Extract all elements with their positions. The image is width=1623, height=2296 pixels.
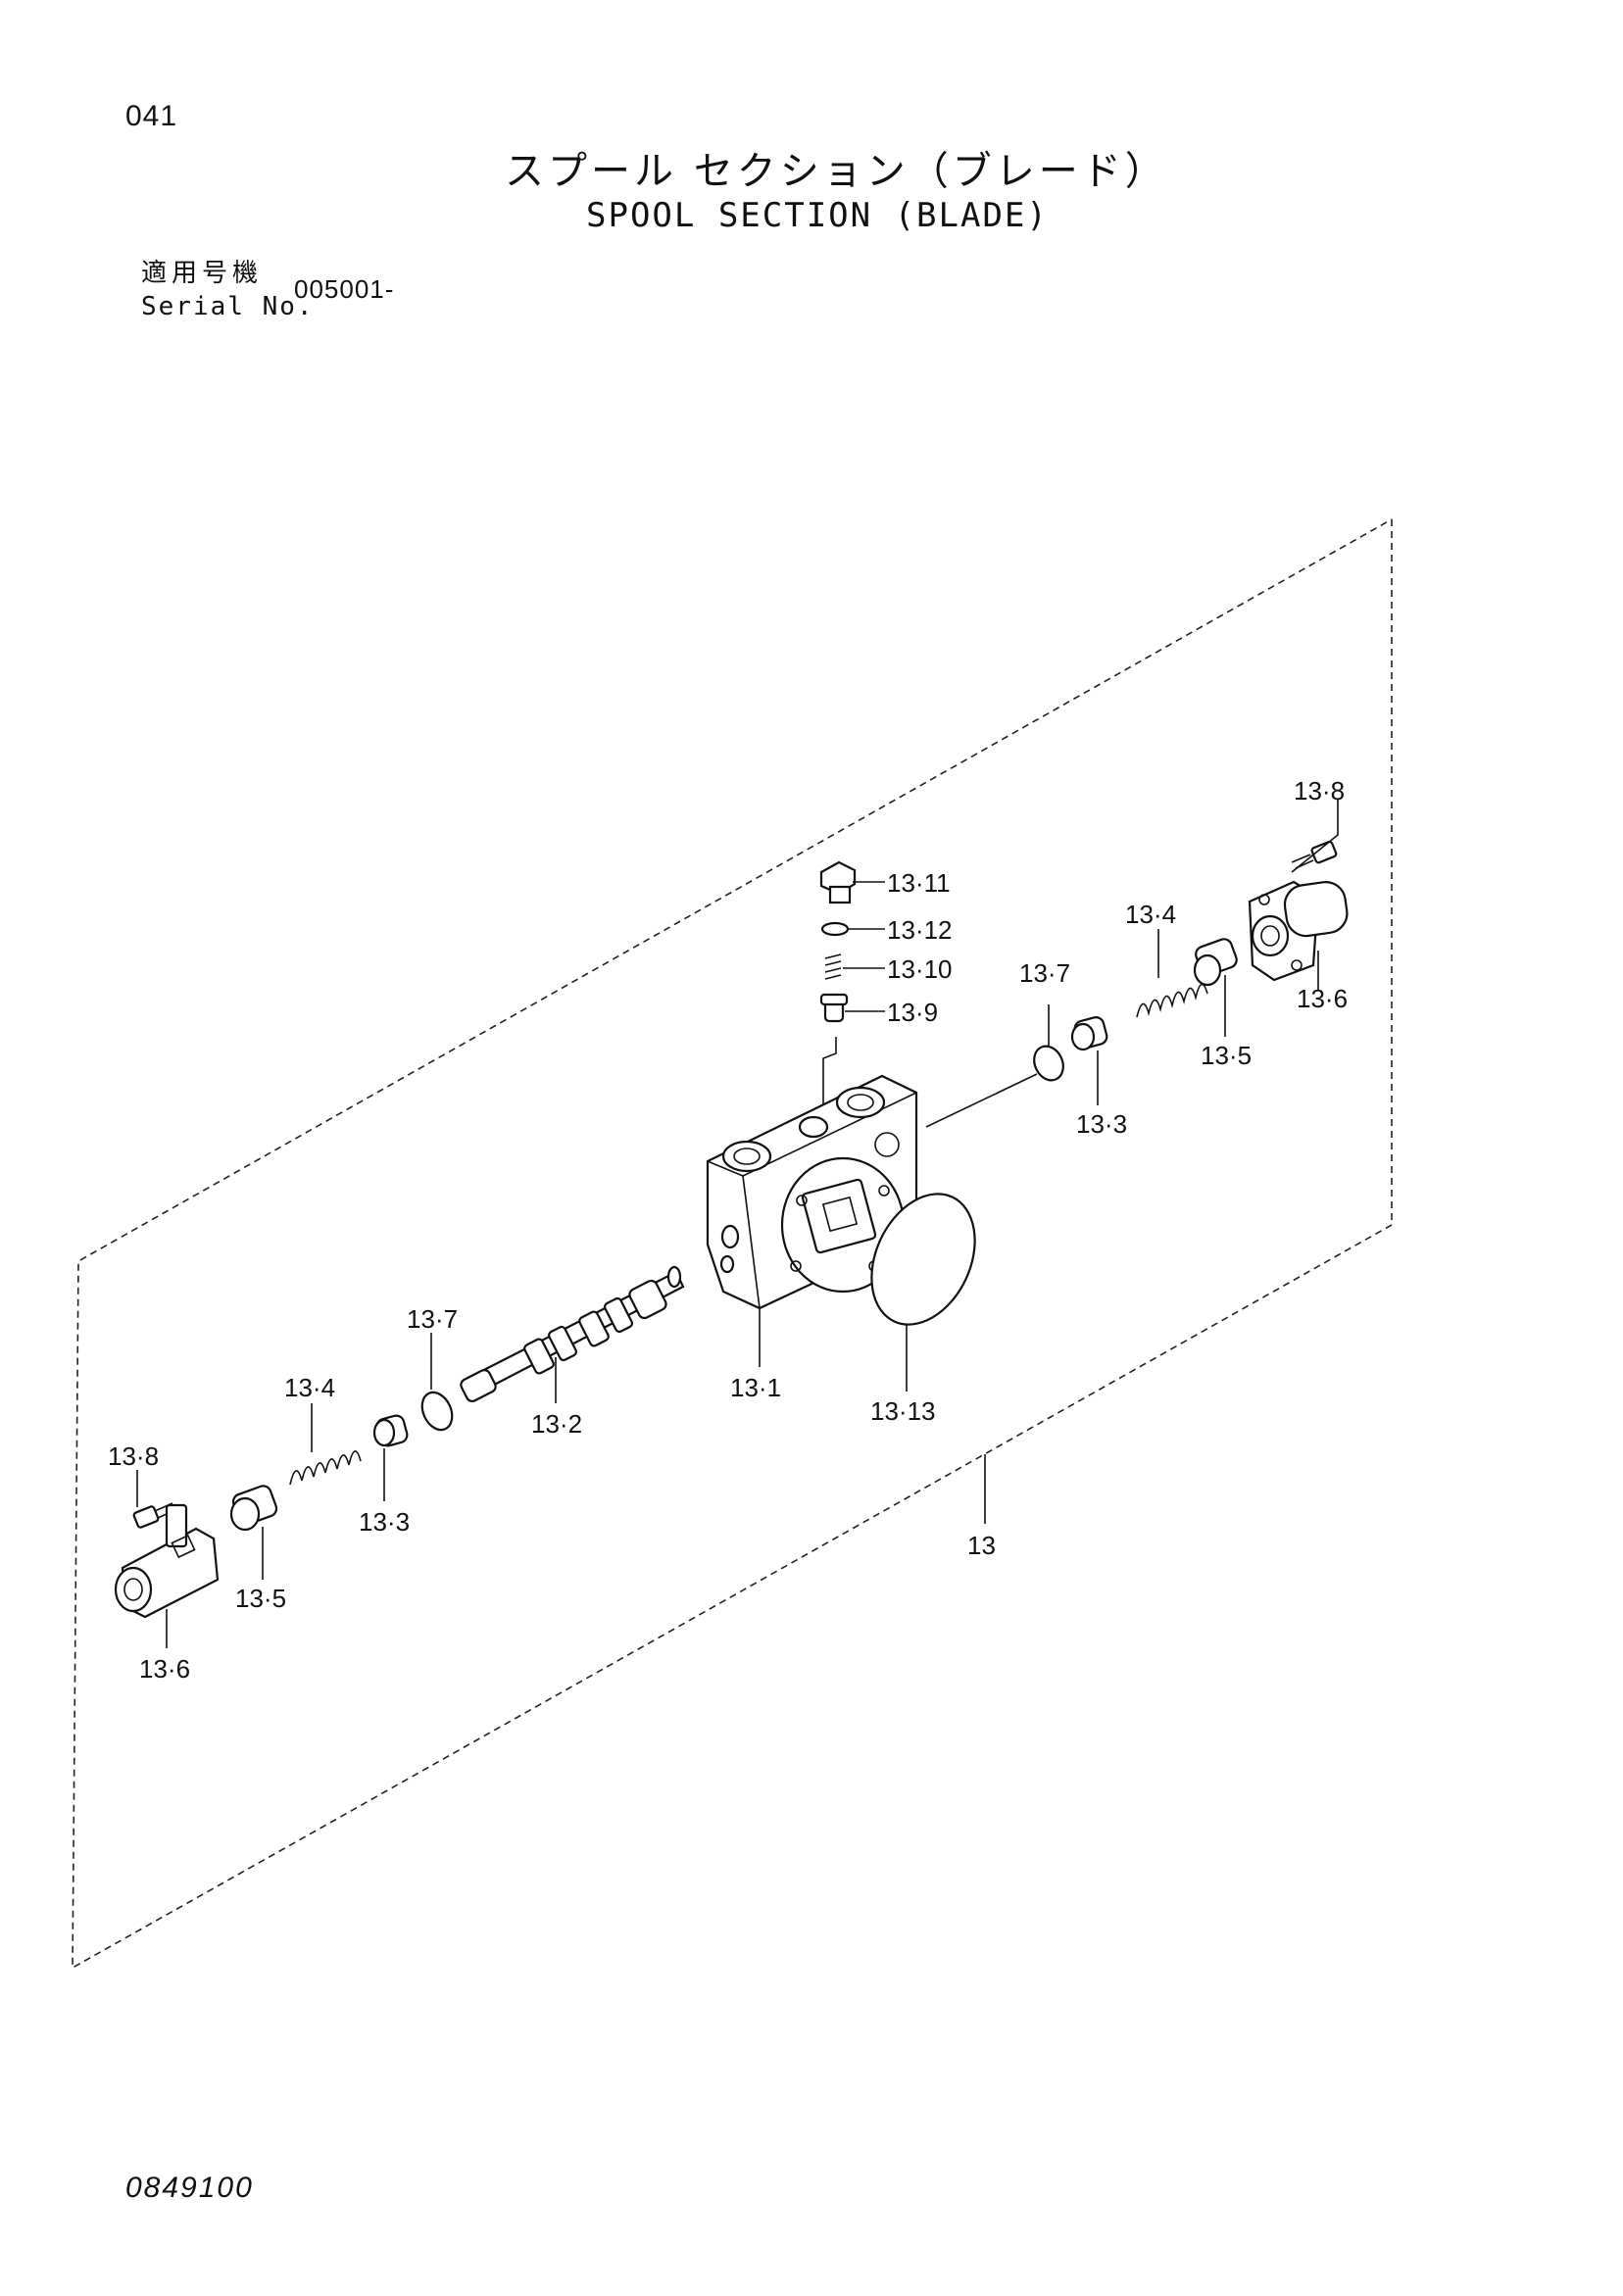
- callout-13-3-right: 13·3: [1076, 1109, 1127, 1139]
- plug-13-5-left: [229, 1485, 278, 1532]
- callout-13-7-left: 13·7: [407, 1304, 458, 1334]
- serial-label-japanese: 適用号機: [141, 259, 264, 288]
- callout-13-13: 13·13: [870, 1396, 936, 1426]
- callout-13-8-right: 13·8: [1294, 776, 1345, 806]
- callout-13-10: 13·10: [887, 954, 953, 984]
- seat-13-3-right: [1070, 1016, 1108, 1051]
- oring-13-12: [820, 921, 850, 937]
- callout-13: 13: [967, 1531, 996, 1560]
- callout-13-5-left: 13·5: [235, 1584, 286, 1613]
- callout-13-2: 13·2: [531, 1409, 582, 1439]
- page-number: 041: [125, 100, 178, 132]
- assembly-boundary: [72, 518, 1393, 1970]
- plug-13-11: [819, 860, 857, 904]
- plug-13-5-right: [1193, 938, 1238, 987]
- screw-13-8-right: [1291, 840, 1338, 869]
- spring-13-4-right: [1136, 983, 1208, 1018]
- spring-13-4-left: [289, 1450, 362, 1486]
- callout-13-6-left: 13·6: [139, 1654, 190, 1684]
- serial-value: 005001-: [294, 274, 395, 304]
- drawing-number: 0849100: [125, 2172, 254, 2204]
- callout-13-11: 13·11: [887, 868, 951, 898]
- seat-13-3-left: [372, 1414, 409, 1447]
- poppet-13-9: [819, 993, 849, 1023]
- cover-13-6-right: [1248, 880, 1349, 982]
- callout-13-7-right: 13·7: [1019, 958, 1070, 988]
- serial-label-english: Serial No.: [141, 292, 315, 321]
- callout-13-6-right: 13·6: [1297, 984, 1348, 1013]
- oring-13-13: [870, 1193, 976, 1326]
- callout-13-12: 13·12: [887, 915, 953, 945]
- callout-13-4-right: 13·4: [1125, 900, 1176, 929]
- title-english: SPOOL SECTION (BLADE): [586, 196, 1049, 235]
- spool-13-2: [460, 1265, 685, 1402]
- oring-13-7-left: [420, 1391, 454, 1432]
- callout-13-5-right: 13·5: [1201, 1041, 1252, 1070]
- callout-13-1: 13·1: [730, 1373, 781, 1402]
- cover-13-6-left: [114, 1503, 220, 1619]
- title-japanese: スプール セクション（ブレード）: [505, 149, 1168, 194]
- callout-13-3-left: 13·3: [359, 1507, 410, 1537]
- screw-13-8-left: [132, 1502, 176, 1529]
- callout-13-8-left: 13·8: [108, 1441, 159, 1471]
- oring-13-7-right: [1033, 1045, 1064, 1082]
- callout-13-4-left: 13·4: [284, 1373, 335, 1402]
- spring-13-10: [824, 953, 842, 980]
- callout-13-9: 13·9: [887, 998, 938, 1027]
